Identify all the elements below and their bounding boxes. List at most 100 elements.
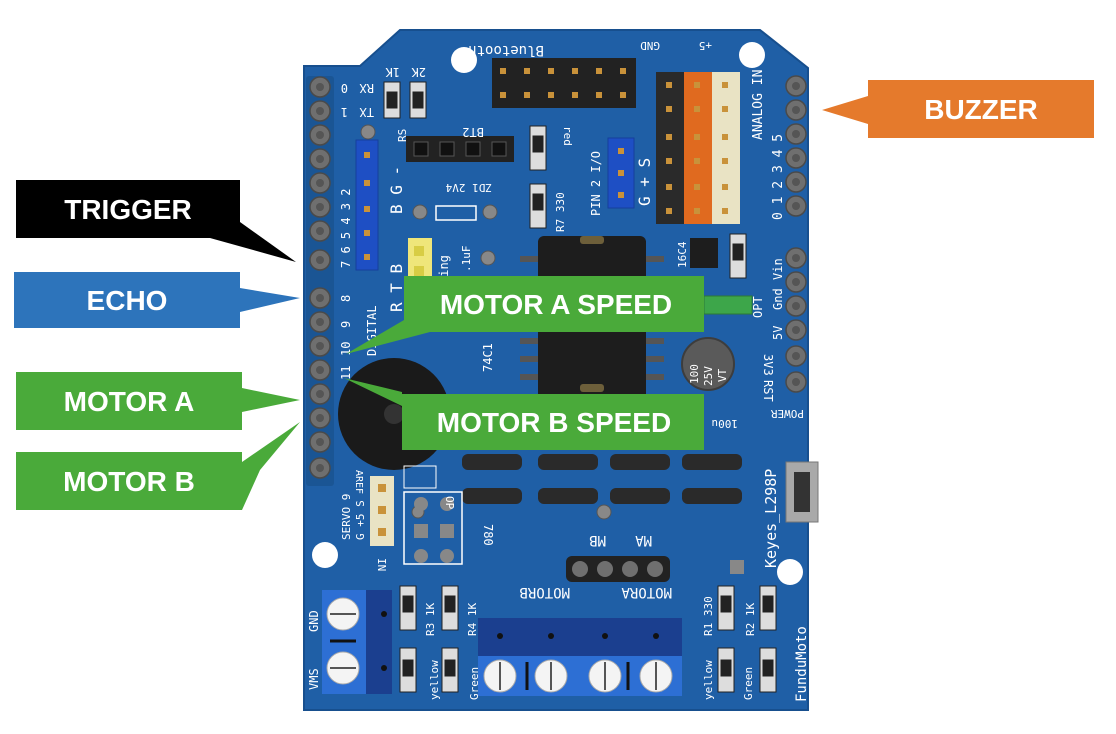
cap-100u-label: 100u [712, 417, 739, 430]
power-terminal [322, 590, 392, 694]
zener-diode [435, 205, 477, 221]
callout-motor-a: MOTOR A [16, 372, 300, 430]
cap-uf-label: .1uF [460, 246, 473, 273]
bt2-pads [406, 136, 514, 162]
ma-label: MA [635, 532, 652, 548]
g5s-label: G +5 S [354, 500, 367, 540]
rtb-label: R T B [387, 264, 406, 312]
diode-pads [462, 454, 742, 504]
servo-label: SERVO 9 [340, 494, 353, 540]
v780-label: 780 [481, 524, 495, 546]
gnd-bottom-label: GND [307, 610, 321, 632]
ic-16c4-label: 16C4 [676, 241, 689, 268]
smd-components-bottom [399, 585, 777, 693]
ic-74c-label: 74C1 [481, 343, 495, 372]
k2-top-label: 2K [411, 65, 426, 79]
k1-top-label: 1K [385, 65, 400, 79]
d1-label: 1 [341, 105, 348, 119]
d0-label: 0 [341, 81, 348, 95]
smd-pad [730, 560, 744, 574]
r7-label: R7 330 [554, 192, 567, 232]
pin2-header-pins [618, 148, 624, 198]
bluetooth-header-pins [500, 68, 626, 98]
test-points [360, 124, 612, 520]
bt2-label: BT2 [462, 125, 484, 139]
opt-label: OPT [751, 296, 765, 318]
in-left-label: IN [375, 558, 388, 571]
v5-label: 5V [771, 326, 785, 340]
gnd-right-label: Gnd [771, 288, 785, 310]
vin-label: Vin [771, 258, 785, 280]
plus5-top-label: +5 [699, 39, 712, 52]
power-label: POWER [771, 407, 804, 420]
callout-motor-b-speed: MOTOR B SPEED [344, 378, 704, 450]
r1-label: R1 330 [702, 596, 715, 636]
bluetooth-header [492, 58, 636, 108]
op-label: OP [443, 496, 456, 510]
red-label: red [561, 126, 574, 146]
callout-motor-a-label: MOTOR A [64, 386, 195, 417]
green-right-label: Green [742, 667, 755, 700]
zd1-label: ZD1 2V4 [445, 181, 492, 194]
callout-trigger: TRIGGER [16, 180, 296, 262]
rst-label: RST [761, 380, 775, 402]
d8-label: 8 [339, 295, 353, 302]
v33-label: 3V3 [761, 354, 775, 376]
fundumoto-label: FunduMoto [794, 626, 810, 702]
gsp-label: G + S [635, 158, 654, 206]
cap-label-25v: 25V [702, 366, 715, 386]
rs-label: RS [396, 129, 409, 142]
yellow-right-label: yellow [702, 660, 715, 700]
callout-motor-b-label: MOTOR B [63, 466, 195, 497]
smd-components-top [383, 81, 747, 279]
d9-label: 9 [339, 321, 353, 328]
d11-label: 11 [339, 366, 353, 380]
bluetooth-label: Bluetooth [468, 42, 544, 58]
cap-label-vt: VT [716, 368, 729, 382]
ultrasonic-header-pins [364, 152, 370, 260]
aref-label: AREF [353, 470, 364, 494]
callout-echo-label: ECHO [87, 285, 168, 316]
motorb-label: MOTORB [519, 584, 570, 600]
ultrasonic-header [355, 139, 379, 271]
r3-label: R3 1K [424, 603, 437, 636]
electrolytic-capacitor: 100 25V VT [681, 337, 735, 391]
callout-echo: ECHO [14, 272, 300, 328]
callout-motor-a-speed: MOTOR A SPEED [346, 276, 704, 354]
r2-label: R2 1K [744, 603, 757, 636]
servo-header [370, 476, 394, 546]
analog-pin-numbers: 0 1 2 3 4 5 [771, 134, 786, 220]
reset-button [785, 461, 819, 523]
mount-hole [451, 47, 477, 73]
callout-buzzer: BUZZER [822, 80, 1094, 138]
callout-motor-b: MOTOR B [16, 422, 300, 510]
motora-label: MOTORA [621, 584, 672, 600]
callout-motor-a-speed-label: MOTOR A SPEED [440, 289, 672, 320]
r4-label: R4 1K [466, 603, 479, 636]
in-op-jumper [403, 465, 463, 565]
tx-label: TX [359, 105, 374, 119]
ma-mb-header [566, 556, 670, 582]
small-chip [690, 238, 718, 268]
motor-terminal [478, 618, 682, 696]
bgr-label: B G - [387, 166, 406, 214]
sensor-header [656, 72, 740, 224]
yellow-left-label: yellow [428, 660, 441, 700]
rx-label: RX [359, 81, 374, 95]
mount-hole [739, 42, 765, 68]
callout-buzzer-label: BUZZER [924, 94, 1038, 125]
analog-in-label: ANALOG IN [751, 70, 766, 140]
keyes-label: Keyes_L298P [762, 469, 780, 568]
cap-label-100: 100 [688, 364, 701, 384]
mount-hole [777, 559, 803, 585]
callout-motor-b-speed-label: MOTOR B SPEED [437, 407, 671, 438]
digital-pin-numbers: 7 6 5 4 3 2 [339, 189, 353, 268]
vms-label: VMS [307, 668, 321, 690]
gnd-top-label: GND [640, 39, 660, 52]
mb-label: MB [589, 532, 606, 548]
callout-trigger-label: TRIGGER [64, 194, 192, 225]
d10-label: 10 [339, 342, 353, 356]
green-left-label: Green [468, 667, 481, 700]
pin2-io-label: PIN 2 I/O [589, 151, 603, 216]
